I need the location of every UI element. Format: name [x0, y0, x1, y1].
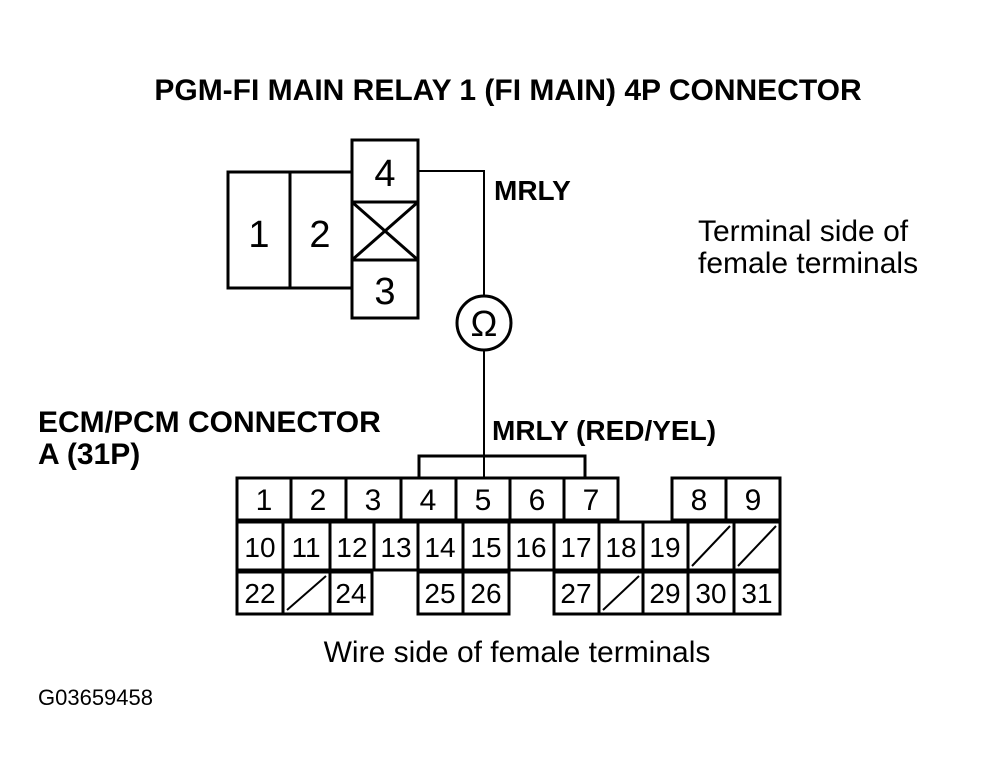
- ecm-terminal-5-label: 5: [475, 484, 492, 517]
- ecm-terminal-13-label: 13: [380, 532, 411, 563]
- ecm-terminal-30-label: 30: [695, 578, 726, 609]
- ecm-terminal-29-label: 29: [649, 578, 680, 609]
- ecm-terminal-17-label: 17: [560, 532, 591, 563]
- ecm-cell-28-slash: [602, 575, 640, 611]
- ecm-terminal-22-label: 22: [244, 578, 275, 609]
- ecm-cell-26: [461, 570, 511, 616]
- diagram-title: PGM-FI MAIN RELAY 1 (FI MAIN) 4P CONNECT…: [154, 74, 862, 107]
- wire-side-note: Wire side of female terminals: [324, 636, 711, 669]
- ecm-terminal-7-label: 7: [583, 484, 600, 517]
- relay-terminal-3-label: 3: [374, 271, 395, 313]
- ecm-terminal-19-label: 19: [649, 532, 680, 563]
- ecm-cell-31: [732, 570, 782, 616]
- ecm-terminal-31-label: 31: [741, 578, 772, 609]
- ecm-cell-9: [724, 476, 782, 522]
- ecm-connector-label-line1: ECM/PCM CONNECTOR: [38, 406, 381, 439]
- ecm-terminal-4-label: 4: [420, 484, 437, 517]
- ecm-terminal-15-label: 15: [470, 532, 501, 563]
- relay-terminal-1-label: 1: [248, 214, 269, 256]
- ecm-cell-20-slash: [691, 525, 731, 567]
- terminal-side-note-line2: female terminals: [698, 247, 918, 280]
- ecm-terminal-2-label: 2: [310, 484, 327, 517]
- mrly-wire-label: MRLY: [494, 175, 571, 206]
- ecm-terminal-12-label: 12: [336, 532, 367, 563]
- relay-terminal-4-label: 4: [374, 153, 395, 195]
- ecm-terminal-16-label: 16: [515, 532, 546, 563]
- ecm-31p-connector: [235, 476, 782, 616]
- terminal-bridge-4-7: [417, 454, 587, 478]
- mrly-wire-upper: [418, 170, 485, 296]
- ecm-terminal-24-label: 24: [335, 578, 366, 609]
- ecm-terminal-26-label: 26: [470, 578, 501, 609]
- relay-terminal-2-label: 2: [309, 214, 330, 256]
- terminal-side-note-line1: Terminal side of: [698, 215, 909, 248]
- figure-id: G03659458: [38, 685, 153, 710]
- ecm-terminal-9-label: 9: [745, 484, 762, 517]
- ecm-terminal-18-label: 18: [605, 532, 636, 563]
- ecm-terminal-11-label: 11: [291, 532, 320, 563]
- ecm-terminal-6-label: 6: [529, 484, 546, 517]
- ecm-terminal-10-label: 10: [244, 532, 275, 563]
- relay-cavity-cross-b: [351, 200, 419, 262]
- ecm-cell-24: [328, 570, 374, 616]
- ecm-terminal-8-label: 8: [691, 484, 708, 517]
- ecm-wire-label: MRLY (RED/YEL): [492, 415, 716, 446]
- ecm-terminal-14-label: 14: [424, 532, 455, 563]
- ecm-terminal-25-label: 25: [424, 578, 455, 609]
- ohm-icon: Ω: [471, 303, 498, 344]
- ecm-terminal-27-label: 27: [560, 578, 591, 609]
- ecm-cell-23-slash: [286, 575, 327, 611]
- ecm-terminal-3-label: 3: [365, 484, 382, 517]
- ecm-cell-21-empty: [732, 520, 782, 572]
- ecm-cell-21-slash: [737, 525, 777, 567]
- ecm-connector-label-line2: A (31P): [38, 438, 140, 471]
- ecm-terminal-1-label: 1: [256, 484, 273, 517]
- relay-terminal-cell-3: [350, 258, 420, 320]
